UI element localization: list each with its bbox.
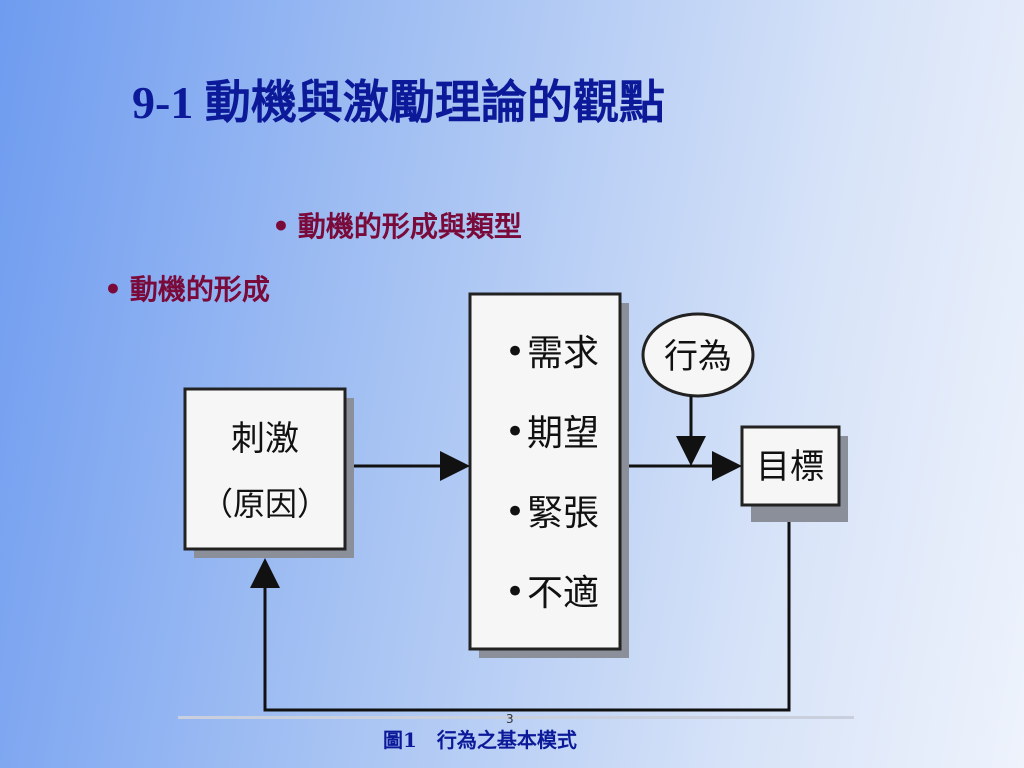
- footer-divider: [178, 716, 854, 719]
- page-number: 3: [506, 712, 514, 726]
- stimulus-box: 刺激 （原因）: [183, 387, 354, 558]
- bullet-dot: •: [104, 273, 122, 306]
- goal-label: 目標: [756, 447, 824, 487]
- need-item: 期望: [527, 413, 599, 454]
- behavior-model-diagram: 刺激 （原因） • 需求 • 期望 • 緊張 • 不適 行為 目標: [183, 292, 848, 712]
- bullet-motivation-types: •動機的形成與類型: [272, 205, 522, 245]
- stimulus-cause-label: （原因）: [201, 485, 329, 523]
- bullet-text: 動機的形成: [129, 273, 270, 306]
- needs-bullet-dot: •: [505, 332, 525, 372]
- slide-title: 9-1 動機與激勵理論的觀點: [132, 77, 665, 128]
- bullet-text: 動機的形成與類型: [297, 210, 522, 243]
- need-item: 需求: [527, 333, 599, 374]
- stimulus-label: 刺激: [231, 419, 299, 459]
- needs-box: • 需求 • 期望 • 緊張 • 不適: [468, 292, 629, 658]
- needs-bullet-dot: •: [505, 412, 525, 452]
- figure-caption: 圖1 行為之基本模式: [383, 728, 577, 752]
- feedback-loop-arrow: [250, 522, 791, 712]
- bullet-motivation-formation: •動機的形成: [104, 268, 270, 308]
- behavior-ellipse: 行為: [641, 312, 755, 398]
- need-item: 不適: [527, 573, 599, 614]
- need-item: 緊張: [527, 493, 599, 534]
- bullet-dot: •: [272, 210, 290, 243]
- needs-bullet-dot: •: [505, 572, 525, 612]
- needs-bullet-dot: •: [505, 492, 525, 532]
- goal-box: 目標: [740, 425, 848, 522]
- behavior-label: 行為: [664, 337, 732, 377]
